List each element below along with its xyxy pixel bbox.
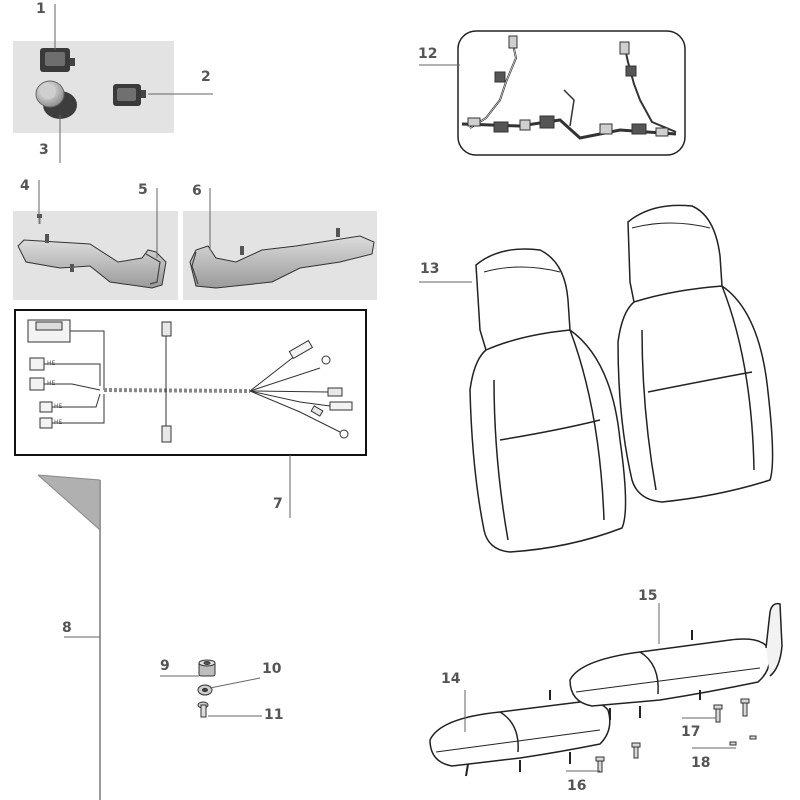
- callout-11: 11: [264, 707, 284, 723]
- callout-18: 18: [691, 755, 711, 771]
- callout-6: 6: [192, 183, 202, 199]
- grab-handle-right: [189, 228, 375, 289]
- safety-flag: [37, 474, 101, 800]
- harness-tag-2: HE: [47, 380, 56, 387]
- harness-tag-4: HE: [54, 419, 63, 426]
- seat-cushion-right: [549, 602, 783, 720]
- seat-back-left: [469, 248, 627, 553]
- seat-belts-box: [457, 30, 686, 156]
- callout-5: 5: [138, 182, 148, 198]
- seat-back-right: [617, 204, 774, 503]
- leader-lines: [38, 4, 736, 772]
- bolt-11: [197, 701, 209, 718]
- bolt-16b: [631, 742, 641, 759]
- rocker-switch-2: [113, 84, 146, 106]
- handle-panel-left: [13, 211, 178, 300]
- wiring-harness-box: [14, 309, 367, 456]
- seat-belts: [461, 35, 677, 140]
- callout-13: 13: [420, 261, 440, 277]
- harness-tag-1: HE: [47, 360, 56, 367]
- callout-14: 14: [441, 671, 461, 687]
- clip-18a: [729, 741, 737, 746]
- callout-8: 8: [62, 620, 72, 636]
- push-button-3: [35, 80, 77, 119]
- callout-12: 12: [418, 46, 438, 62]
- switch-panel-bg: [13, 41, 174, 133]
- grab-handle-left: [17, 234, 167, 289]
- clip-18b: [749, 735, 757, 740]
- washer-10: [197, 684, 213, 696]
- bolt-17a: [713, 704, 723, 723]
- harness-tag-3: HE: [54, 403, 63, 410]
- handle-panel-right: [183, 211, 377, 300]
- callout-4: 4: [20, 178, 30, 194]
- callout-15: 15: [638, 588, 658, 604]
- callout-17: 17: [681, 724, 701, 740]
- callout-3: 3: [39, 142, 49, 158]
- callout-9: 9: [160, 658, 170, 674]
- seat-cushion-left: [429, 700, 611, 777]
- bolt-17b: [740, 698, 750, 717]
- callout-16: 16: [567, 778, 587, 794]
- rocker-switch-1: [40, 48, 75, 72]
- callout-10: 10: [262, 661, 282, 677]
- bolt-16a: [595, 756, 605, 773]
- callout-1: 1: [36, 1, 46, 17]
- cushion-hardware: [595, 698, 757, 773]
- seat-backs: [469, 204, 774, 553]
- callout-2: 2: [201, 69, 211, 85]
- callout-7: 7: [273, 496, 283, 512]
- wiring-harness: [27, 319, 353, 443]
- seat-cushions: [429, 602, 783, 777]
- fastener-set: [197, 659, 216, 718]
- switch-panel: [13, 41, 174, 133]
- nut-9: [198, 659, 216, 677]
